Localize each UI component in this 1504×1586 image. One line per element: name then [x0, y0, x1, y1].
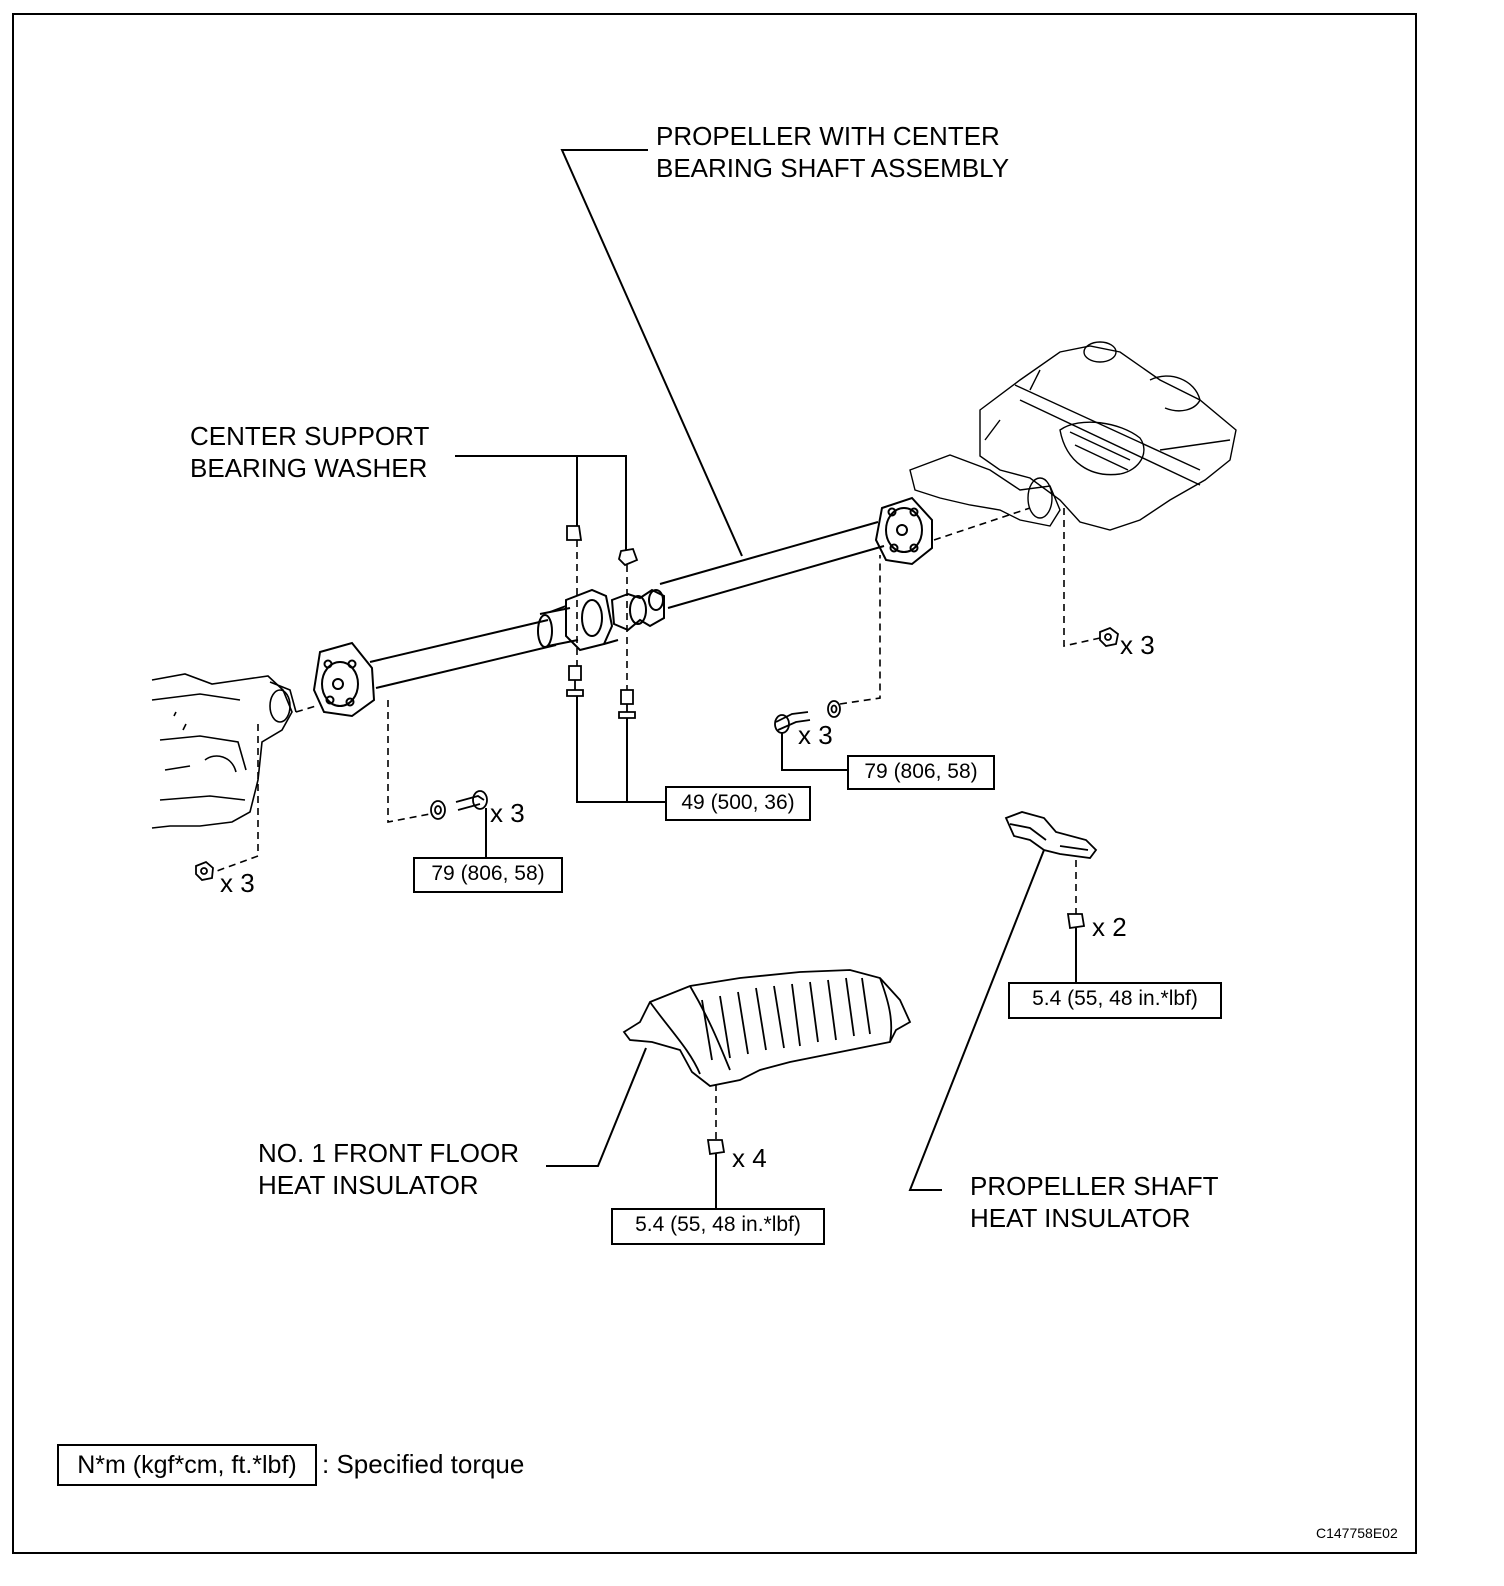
shaft-heat-insulator-label: PROPELLER SHAFT HEAT INSULATOR — [970, 1171, 1219, 1233]
figure-frame — [12, 13, 1417, 1554]
propeller-shaft-heat-insulator-part — [1004, 811, 1098, 859]
figure-code: C147758E02 — [1316, 1525, 1398, 1541]
fasteners — [195, 525, 1119, 1156]
center-support-washer-label: CENTER SUPPORT BEARING WASHER — [190, 421, 430, 483]
front-floor-insulator-label: NO. 1 FRONT FLOOR HEAT INSULATOR — [258, 1138, 519, 1200]
leader-lines — [455, 149, 1077, 1208]
left-bolt-quantity: x 3 — [490, 798, 525, 828]
bracket-nut-quantity: x 2 — [1092, 912, 1127, 942]
propeller-shaft — [312, 496, 933, 718]
left-nut-quantity: x 3 — [220, 868, 255, 898]
torque-legend-description: : Specified torque — [322, 1449, 525, 1479]
propeller-assembly-label: PROPELLER WITH CENTER BEARING SHAFT ASSE… — [656, 121, 1010, 183]
front-floor-heat-insulator-part — [622, 969, 912, 1087]
right-bolt-quantity: x 3 — [798, 720, 833, 750]
alignment-lines — [213, 507, 1101, 1140]
torque-unit-legend-box: N*m (kgf*cm, ft.*lbf) — [57, 1444, 317, 1486]
bracket-torque-box: 5.4 (55, 48 in.*lbf) — [1008, 982, 1222, 1019]
left-flange-torque-box: 79 (806, 58) — [413, 857, 563, 893]
right-flange-torque-box: 79 (806, 58) — [847, 755, 995, 790]
rear-nut-quantity: x 3 — [1120, 630, 1155, 660]
engine-transfer-assembly — [909, 341, 1237, 531]
transmission-housing — [151, 673, 297, 829]
insulator-nut-quantity: x 4 — [732, 1143, 767, 1173]
center-bolts-torque-box: 49 (500, 36) — [665, 786, 811, 821]
insulator-torque-box: 5.4 (55, 48 in.*lbf) — [611, 1208, 825, 1245]
